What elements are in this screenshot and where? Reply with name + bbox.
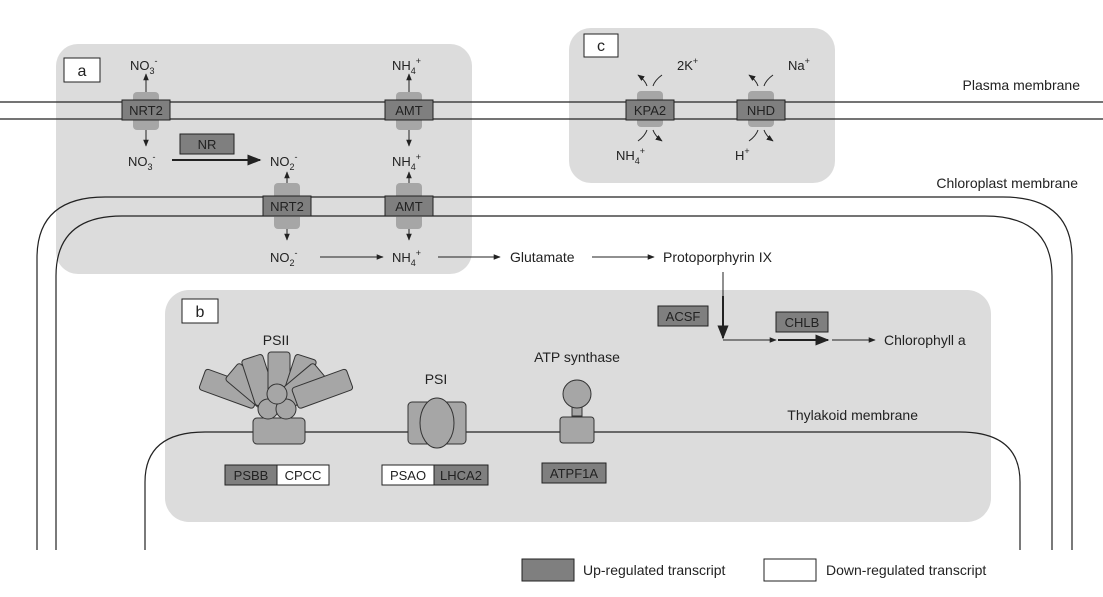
acsf-label: ACSF <box>666 309 701 324</box>
psi-complex <box>407 397 467 449</box>
chloroplast-membrane-outer <box>36 196 1073 550</box>
h-ion: H+ <box>735 146 750 163</box>
panel-c-tag: c <box>597 38 605 55</box>
amt-plasma-box <box>384 99 434 121</box>
plasma-membrane-label: Plasma membrane <box>963 77 1081 93</box>
nhd-h-line <box>748 129 759 142</box>
amt-plasma-label: AMT <box>395 103 423 118</box>
chlb-box <box>775 311 829 333</box>
legend-down-swatch <box>763 558 817 582</box>
nrt2-chloro-box <box>262 195 312 217</box>
na-ion: Na+ <box>788 56 810 73</box>
chlorophyll-label: Chlorophyll a <box>884 332 966 348</box>
no3-inside: NO3- <box>128 152 156 172</box>
nhd-label: NHD <box>747 103 775 118</box>
psbb-label: PSBB <box>234 468 269 483</box>
nr-label: NR <box>198 137 217 152</box>
chlb-label: CHLB <box>785 315 820 330</box>
panel-a-tag: a <box>78 63 87 80</box>
kpa2-box <box>625 99 675 121</box>
atp-synthase-label: ATP synthase <box>534 349 620 365</box>
atp-synthase-complex <box>559 379 595 444</box>
kpa2-nh4-line <box>637 129 648 142</box>
nr-box <box>179 133 235 155</box>
legend-up-label: Up-regulated transcript <box>583 562 726 578</box>
amt-chloro-label: AMT <box>395 199 423 214</box>
nhd-box <box>736 99 786 121</box>
acsf-box <box>657 305 709 327</box>
amt-chloro-box <box>384 195 434 217</box>
nh4-stroma: NH4+ <box>392 248 421 268</box>
legend-down-label: Down-regulated transcript <box>826 562 986 578</box>
atpf1a-label: ATPF1A <box>550 466 598 481</box>
k-ion: 2K+ <box>677 56 698 73</box>
psi-label: PSI <box>425 371 448 387</box>
chloroplast-membrane-label: Chloroplast membrane <box>936 175 1078 191</box>
no2-chloroplast-outside: NO2- <box>270 152 298 172</box>
kpa2-label: KPA2 <box>634 103 666 118</box>
lhca2-box <box>433 464 489 486</box>
nhd-na-arrow-out <box>748 74 759 87</box>
protoporphyrin-label: Protoporphyrin IX <box>663 249 773 265</box>
nhd-h-arrow-in <box>763 129 774 142</box>
nrt2-plasma-box <box>121 99 171 121</box>
kpa2-k-arrow-out <box>637 74 648 87</box>
atpf1a-box <box>541 462 607 484</box>
cpcc-box <box>276 464 330 486</box>
kpa2-k-line <box>652 74 663 87</box>
psao-label: PSAO <box>390 468 426 483</box>
nh4-cytosol: NH4+ <box>392 152 421 172</box>
glutamate-label: Glutamate <box>510 249 575 265</box>
psii-complex <box>198 351 354 445</box>
kpa2-nh4-arrow-in <box>652 129 663 142</box>
nh4-kpa2: NH4+ <box>616 146 645 166</box>
cpcc-label: CPCC <box>285 468 322 483</box>
legend-up-swatch <box>521 558 575 582</box>
panel-b-tag: b <box>196 304 205 321</box>
panel-a-tag-box <box>63 57 101 83</box>
psii-label: PSII <box>263 332 289 348</box>
nhd-na-line <box>763 74 774 87</box>
nh4-outside: NH4+ <box>392 56 421 76</box>
no3-outside: NO3- <box>130 56 158 76</box>
nrt2-chloro-label: NRT2 <box>270 199 304 214</box>
lhca2-label: LHCA2 <box>440 468 482 483</box>
panel-c-tag-box <box>583 33 619 58</box>
chloroplast-membrane-inner <box>55 215 1053 550</box>
no2-stroma: NO2- <box>270 248 298 268</box>
panel-b-tag-box <box>181 298 219 324</box>
thylakoid-membrane-label: Thylakoid membrane <box>787 407 918 423</box>
nrt2-plasma-label: NRT2 <box>129 103 163 118</box>
panel-c-background <box>569 28 835 183</box>
